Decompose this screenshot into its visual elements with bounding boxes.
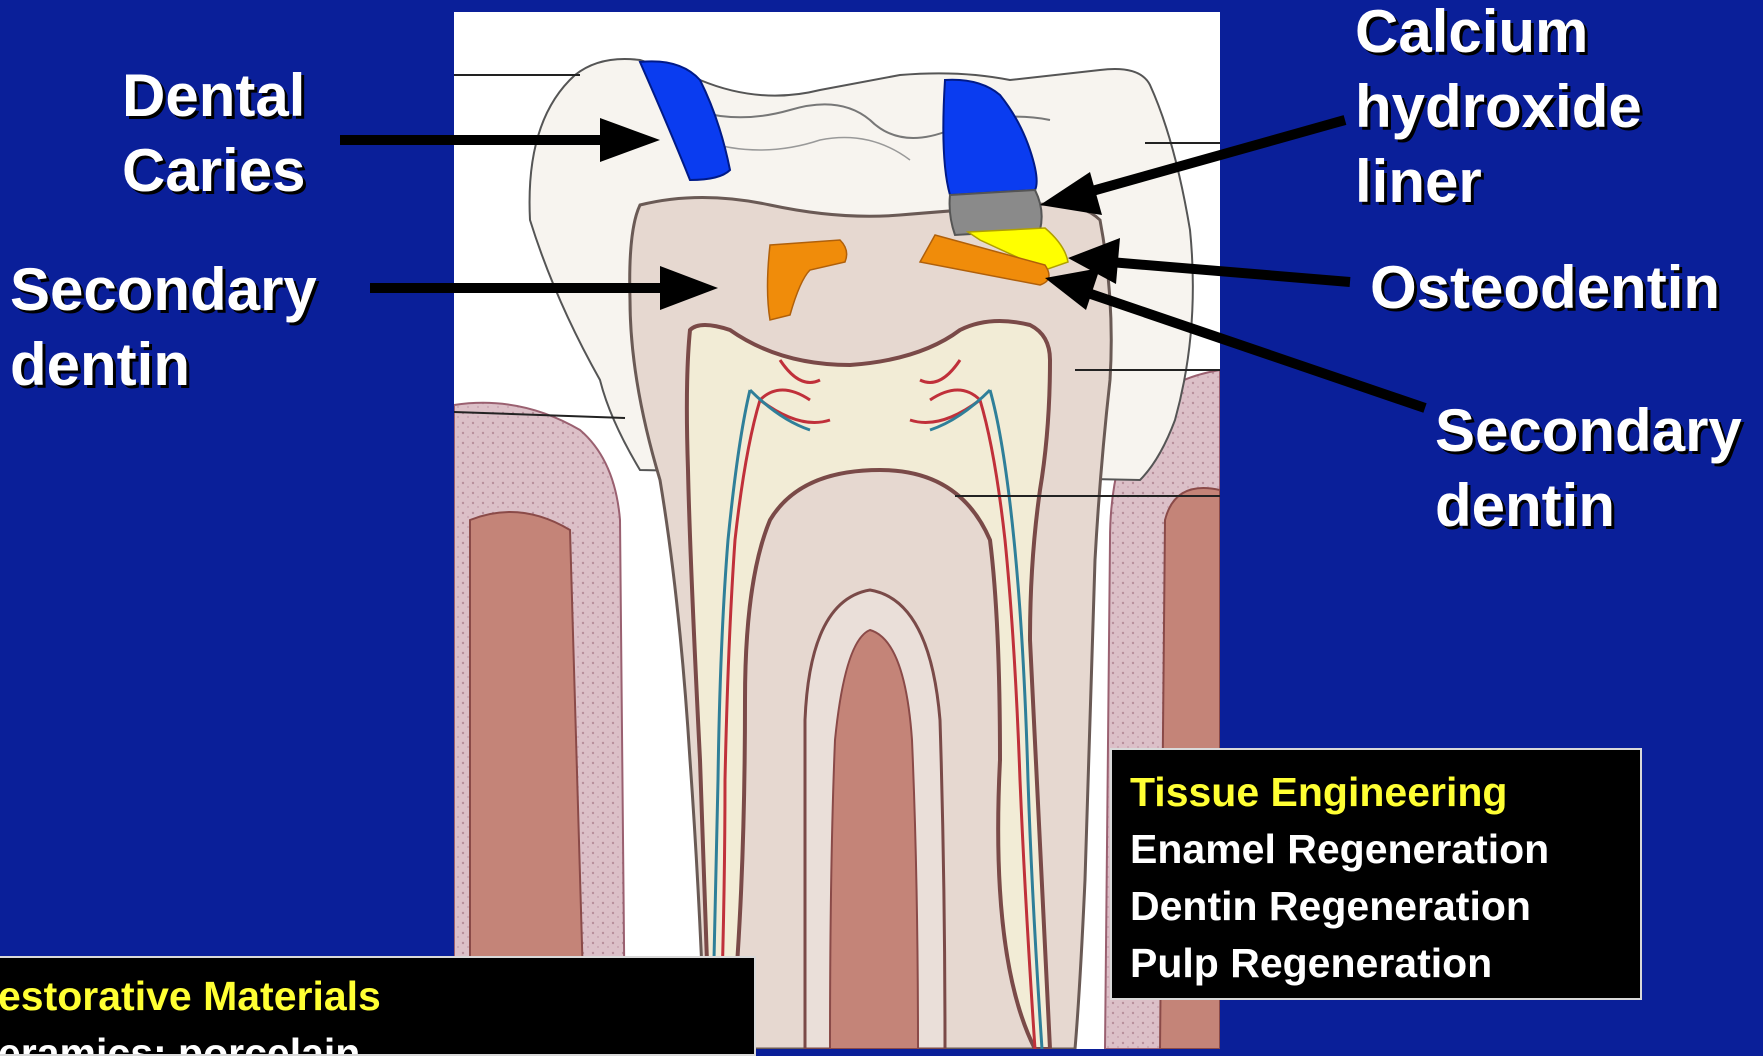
label-secondary-dentin-right-line-1: Secondary <box>1435 393 1742 468</box>
label-secondary-dentin-right-line-2: dentin <box>1435 468 1742 543</box>
tissue-engineering-box: Tissue Engineering Enamel Regeneration D… <box>1110 748 1642 1000</box>
restorative-materials-line: eramics; porcelain <box>0 1025 754 1056</box>
restorative-materials-title: estorative Materials <box>0 968 754 1025</box>
label-secondary-dentin-right: Secondary dentin <box>1435 393 1742 543</box>
tissue-engineering-line: Dentin Regeneration <box>1130 878 1640 935</box>
label-osteodentin: Osteodentin <box>1370 250 1720 325</box>
label-secondary-dentin-left-line-1: Secondary <box>10 252 317 327</box>
label-calcium-line-2: hydroxide <box>1355 69 1642 144</box>
label-calcium-line-3: liner <box>1355 144 1642 219</box>
furcation-bone <box>830 630 918 1049</box>
tissue-engineering-line: Pulp Regeneration <box>1130 935 1640 992</box>
restorative-materials-box: estorative Materials eramics; porcelain <box>0 956 756 1056</box>
label-dental-caries-line-1: Dental <box>122 58 305 133</box>
label-calcium-line-1: Calcium <box>1355 0 1642 69</box>
label-secondary-dentin-left-line-2: dentin <box>10 327 317 402</box>
label-dental-caries: Dental Caries <box>122 58 305 208</box>
label-secondary-dentin-left: Secondary dentin <box>10 252 317 402</box>
label-dental-caries-line-2: Caries <box>122 133 305 208</box>
tissue-engineering-line: Enamel Regeneration <box>1130 821 1640 878</box>
tissue-engineering-title: Tissue Engineering <box>1130 764 1640 821</box>
label-calcium-hydroxide-liner: Calcium hydroxide liner <box>1355 0 1642 219</box>
